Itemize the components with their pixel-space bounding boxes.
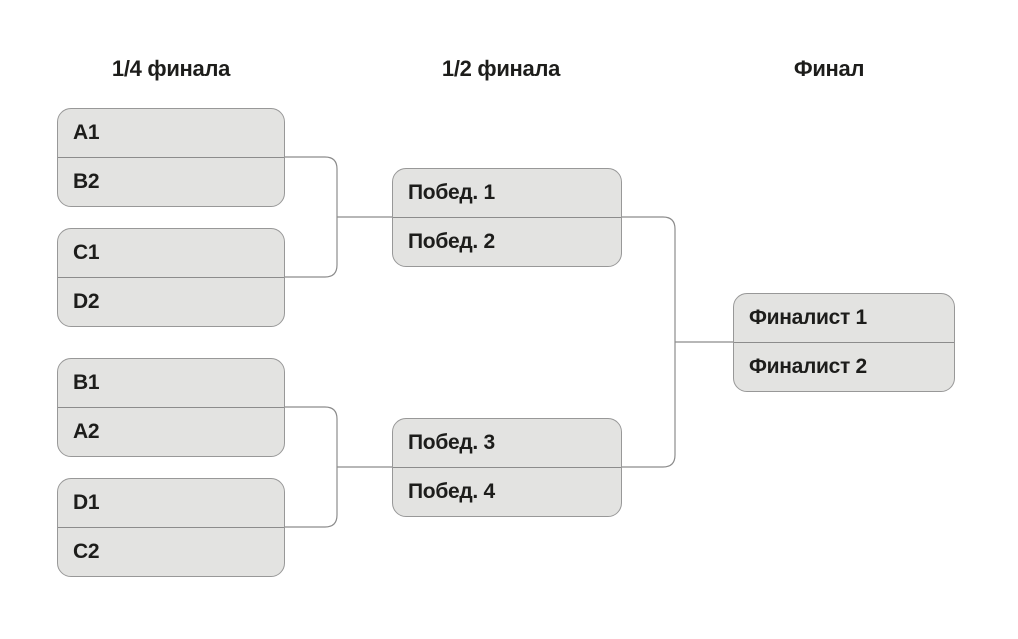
match-quarterfinal-2: C1 D2 xyxy=(57,228,285,327)
column-header-final: Финал xyxy=(793,56,865,81)
team-slot-a2: A2 xyxy=(73,420,100,443)
match-semifinal-2: Побед. 3 Побед. 4 xyxy=(392,418,622,517)
match-quarterfinal-1: A1 B2 xyxy=(57,108,285,207)
team-slot-c1: C1 xyxy=(58,229,284,278)
connector-qf-pair-bottom xyxy=(283,406,338,528)
match-quarterfinal-3: B1 A2 xyxy=(57,358,285,457)
match-quarterfinal-4: D1 C2 xyxy=(57,478,285,577)
team-slot-b2: B2 xyxy=(73,170,100,193)
team-slot-c2: C2 xyxy=(73,540,100,563)
winner-slot-2: Побед. 2 xyxy=(408,230,495,253)
team-slot-d1: D1 xyxy=(58,479,284,528)
match-semifinal-1: Побед. 1 Побед. 2 xyxy=(392,168,622,267)
match-final: Финалист 1 Финалист 2 xyxy=(733,293,955,392)
winner-slot-1: Побед. 1 xyxy=(393,169,621,218)
finalist-slot-2: Финалист 2 xyxy=(749,355,867,378)
winner-slot-3: Побед. 3 xyxy=(393,419,621,468)
winner-slot-4: Побед. 4 xyxy=(408,480,495,503)
finalist-slot-1: Финалист 1 xyxy=(734,294,954,343)
connector-qf-pair-top xyxy=(283,156,338,278)
team-slot-d2: D2 xyxy=(73,290,100,313)
team-slot-a1: A1 xyxy=(58,109,284,158)
column-header-quarterfinals: 1/4 финала xyxy=(111,56,231,81)
team-slot-b1: B1 xyxy=(58,359,284,408)
column-header-semifinals: 1/2 финала xyxy=(441,56,561,81)
